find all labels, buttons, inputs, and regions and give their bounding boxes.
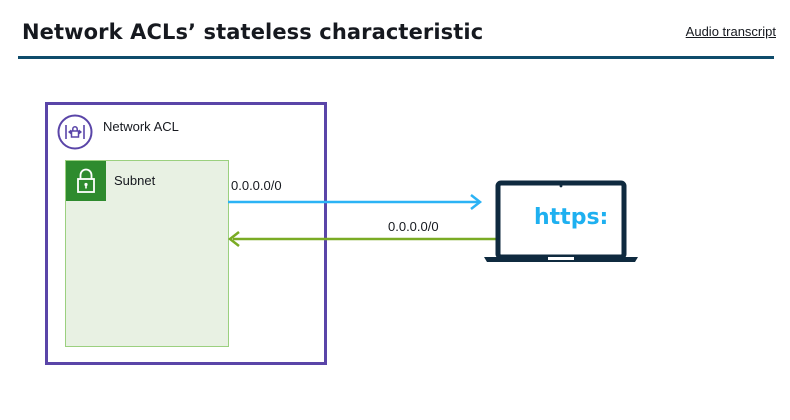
- outbound-cidr-label: 0.0.0.0/0: [231, 178, 282, 193]
- laptop-icon: [484, 180, 638, 262]
- page-title: Network ACLs’ stateless characteristic: [22, 20, 484, 44]
- header-divider: [18, 56, 774, 59]
- https-client-label: https:: [534, 205, 609, 230]
- inbound-arrow: [227, 231, 496, 247]
- outbound-arrow: [228, 194, 483, 210]
- audio-transcript-link[interactable]: Audio transcript: [685, 24, 776, 39]
- network-acl-boundary: Network ACL Subnet: [45, 102, 327, 365]
- page-header: Network ACLs’ stateless characteristic A…: [22, 16, 776, 60]
- inbound-cidr-label: 0.0.0.0/0: [388, 219, 439, 234]
- subnet-box: Subnet: [65, 160, 229, 347]
- lock-icon: [66, 161, 106, 201]
- network-acl-icon: [57, 114, 93, 150]
- subnet-label: Subnet: [114, 173, 156, 188]
- network-acl-label: Network ACL: [103, 119, 179, 134]
